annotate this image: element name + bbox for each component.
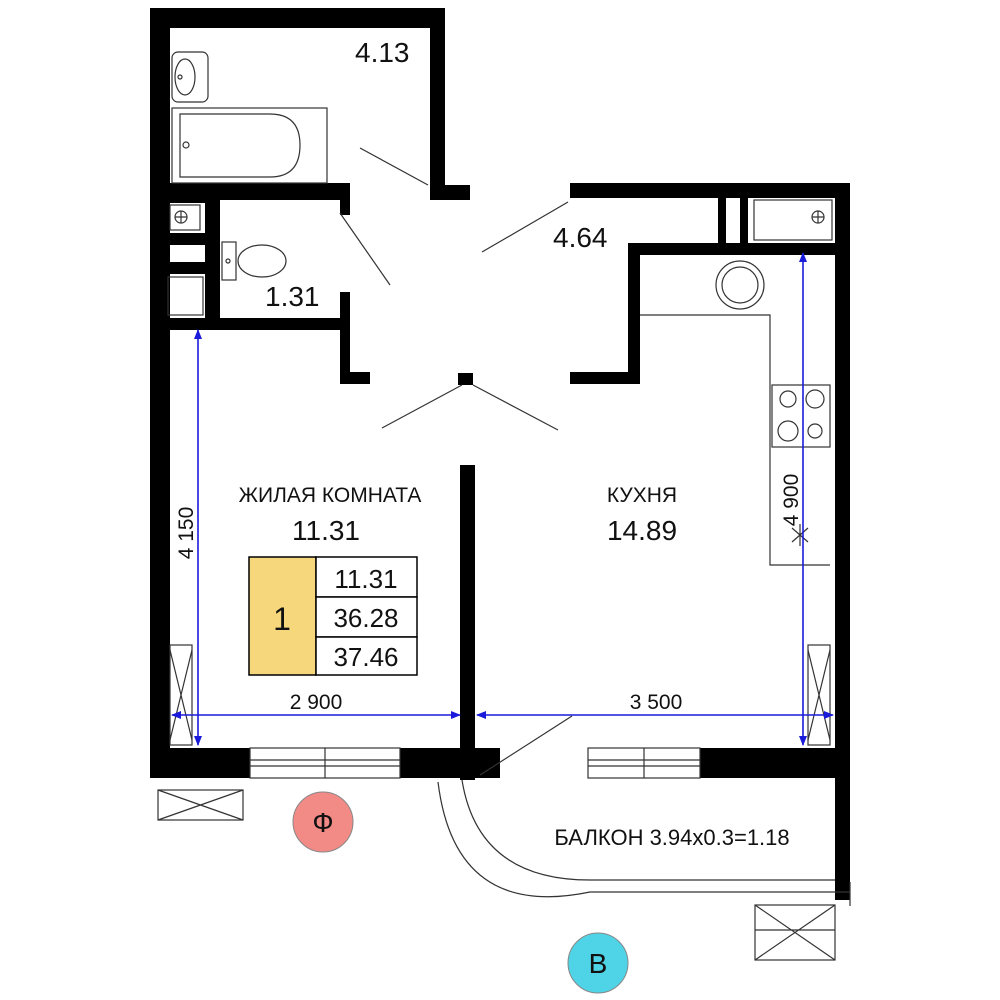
living-room-name: ЖИЛАЯ КОМНАТА [239, 484, 422, 507]
dim-kitchen-height: 4 900 [780, 474, 803, 527]
sink-icon [715, 260, 765, 310]
living-room-area: 11.31 [292, 515, 360, 546]
summary-living-area: 11.31 [334, 564, 397, 594]
dim-kitchen-width: 3 500 [630, 691, 683, 714]
facade-v-label: В [589, 948, 608, 979]
dimension-lines [171, 252, 834, 746]
wc-area: 1.31 [265, 281, 320, 312]
basin-icon [171, 51, 209, 103]
kitchen-area: 14.89 [607, 515, 677, 546]
rooms-count: 1 [273, 601, 291, 637]
facade-f-label: Ф [312, 807, 333, 838]
bathtub-icon [171, 107, 328, 184]
area-summary-table [248, 556, 418, 676]
facade-f-marker [292, 791, 354, 853]
facade-v-marker [567, 932, 629, 994]
toilet-icon [221, 241, 237, 281]
dim-living-width: 2 900 [290, 691, 343, 714]
summary-total-with-balcony: 37.46 [333, 642, 398, 672]
balcony-label: БАЛКОН 3.94х0.3=1.18 [554, 825, 789, 850]
kitchen-name: КУХНЯ [607, 484, 677, 507]
bathroom-area: 4.13 [355, 37, 410, 68]
hall-area: 4.64 [553, 222, 608, 253]
summary-total-area: 36.28 [333, 603, 398, 633]
dim-living-height: 4 150 [175, 507, 198, 560]
